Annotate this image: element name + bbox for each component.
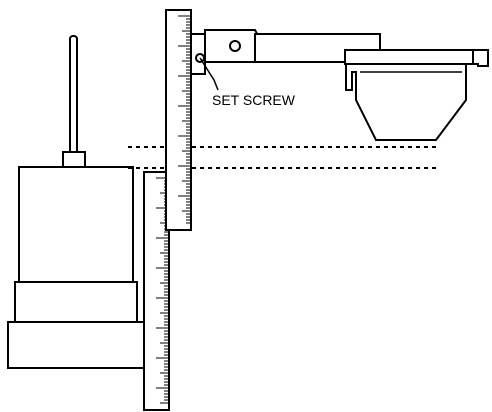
upper-ruler-ticks [178, 15, 190, 224]
instrument-collar [62, 151, 86, 168]
beam-end-cap [472, 49, 489, 67]
instrument-base [7, 321, 145, 369]
upper-ruler [165, 9, 192, 231]
instrument-cylinder [18, 166, 134, 283]
pivot-pin [229, 40, 241, 52]
lower-ruler-body [143, 171, 170, 411]
instrument-band [14, 281, 138, 323]
beam [344, 49, 474, 65]
instrument-rod [69, 35, 78, 155]
instrument-body [7, 35, 145, 369]
arm-assembly [190, 29, 489, 75]
weighing-pan [345, 63, 467, 141]
set-screw-label: SET SCREW [212, 92, 296, 108]
pan-body [345, 63, 467, 141]
set-screw-leader-line [199, 57, 219, 91]
